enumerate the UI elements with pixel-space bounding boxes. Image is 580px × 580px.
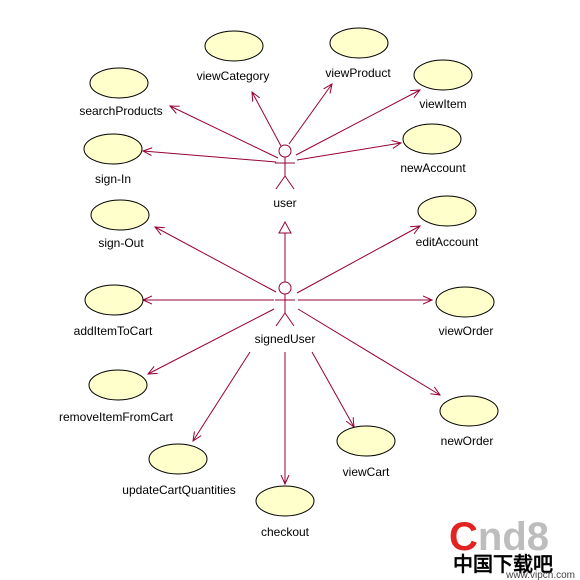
use-case-ellipses xyxy=(83,27,499,517)
use-case-view-cart[interactable] xyxy=(336,425,396,457)
label-add-item-to-cart: addItemToCart xyxy=(74,324,153,338)
assoc-user-search-products xyxy=(170,106,279,159)
watermark-url: www.vipcn.com xyxy=(505,570,575,580)
label-search-products: searchProducts xyxy=(79,104,162,118)
signed-user-associations xyxy=(143,226,440,484)
assoc-signed-edit-account xyxy=(296,226,420,294)
use-case-remove-item-from-cart[interactable] xyxy=(88,369,148,401)
watermark: Cnd8 中国下载吧 www.vipcn.com xyxy=(449,515,575,580)
watermark-brand-rest: nd8 xyxy=(478,515,549,559)
use-case-view-item[interactable] xyxy=(413,59,473,91)
assoc-signed-sign-out xyxy=(155,227,277,293)
assoc-user-sign-in xyxy=(143,151,277,163)
label-view-product: viewProduct xyxy=(325,66,391,80)
actor-user[interactable] xyxy=(275,144,295,190)
label-actor-user: user xyxy=(273,196,296,210)
label-view-category: viewCategory xyxy=(197,69,270,83)
use-case-view-product[interactable] xyxy=(329,27,389,59)
label-update-cart-quantities: updateCartQuantities xyxy=(122,483,235,497)
assoc-user-view-category xyxy=(252,92,282,147)
actor-signed-user-head xyxy=(278,281,292,295)
use-case-add-item-to-cart[interactable] xyxy=(84,284,144,316)
assoc-user-new-account xyxy=(296,143,401,161)
label-view-cart: viewCart xyxy=(343,465,390,479)
user-associations xyxy=(143,84,420,163)
use-case-sign-in[interactable] xyxy=(83,133,143,165)
label-sign-in: sign-In xyxy=(95,172,131,186)
assoc-signed-update-cart xyxy=(193,351,251,441)
assoc-signed-view-cart xyxy=(311,351,354,427)
use-case-new-account[interactable] xyxy=(402,123,462,155)
use-case-view-category[interactable] xyxy=(204,30,264,62)
use-case-new-order[interactable] xyxy=(439,395,499,427)
use-case-search-products[interactable] xyxy=(89,67,149,99)
use-case-edit-account[interactable] xyxy=(417,195,477,227)
watermark-brand-c: C xyxy=(449,515,478,559)
use-case-sign-out[interactable] xyxy=(90,199,150,231)
use-case-update-cart-quantities[interactable] xyxy=(148,443,208,475)
label-actor-signed-user: signedUser xyxy=(255,332,316,346)
assoc-user-view-product xyxy=(288,84,332,145)
use-case-checkout[interactable] xyxy=(255,485,315,517)
assoc-user-view-item xyxy=(295,90,420,156)
actor-user-head xyxy=(278,144,292,158)
label-sign-out: sign-Out xyxy=(98,236,144,250)
assoc-signed-new-order xyxy=(297,308,440,395)
label-view-item: viewItem xyxy=(419,97,466,111)
label-checkout: checkout xyxy=(261,525,310,539)
use-case-view-order[interactable] xyxy=(435,286,495,318)
actor-signed-user[interactable] xyxy=(275,281,295,327)
label-edit-account: editAccount xyxy=(416,235,479,249)
label-remove-item-from-cart: removeItemFromCart xyxy=(59,410,174,424)
watermark-logo: Cnd8 xyxy=(449,515,549,559)
watermark-chinese: 中国下载吧 xyxy=(453,552,553,576)
assoc-signed-remove-item xyxy=(148,308,275,374)
labels: searchProducts viewCategory viewProduct … xyxy=(59,66,493,539)
label-new-account: newAccount xyxy=(400,161,466,175)
label-view-order: viewOrder xyxy=(439,324,494,338)
label-new-order: newOrder xyxy=(441,434,494,448)
